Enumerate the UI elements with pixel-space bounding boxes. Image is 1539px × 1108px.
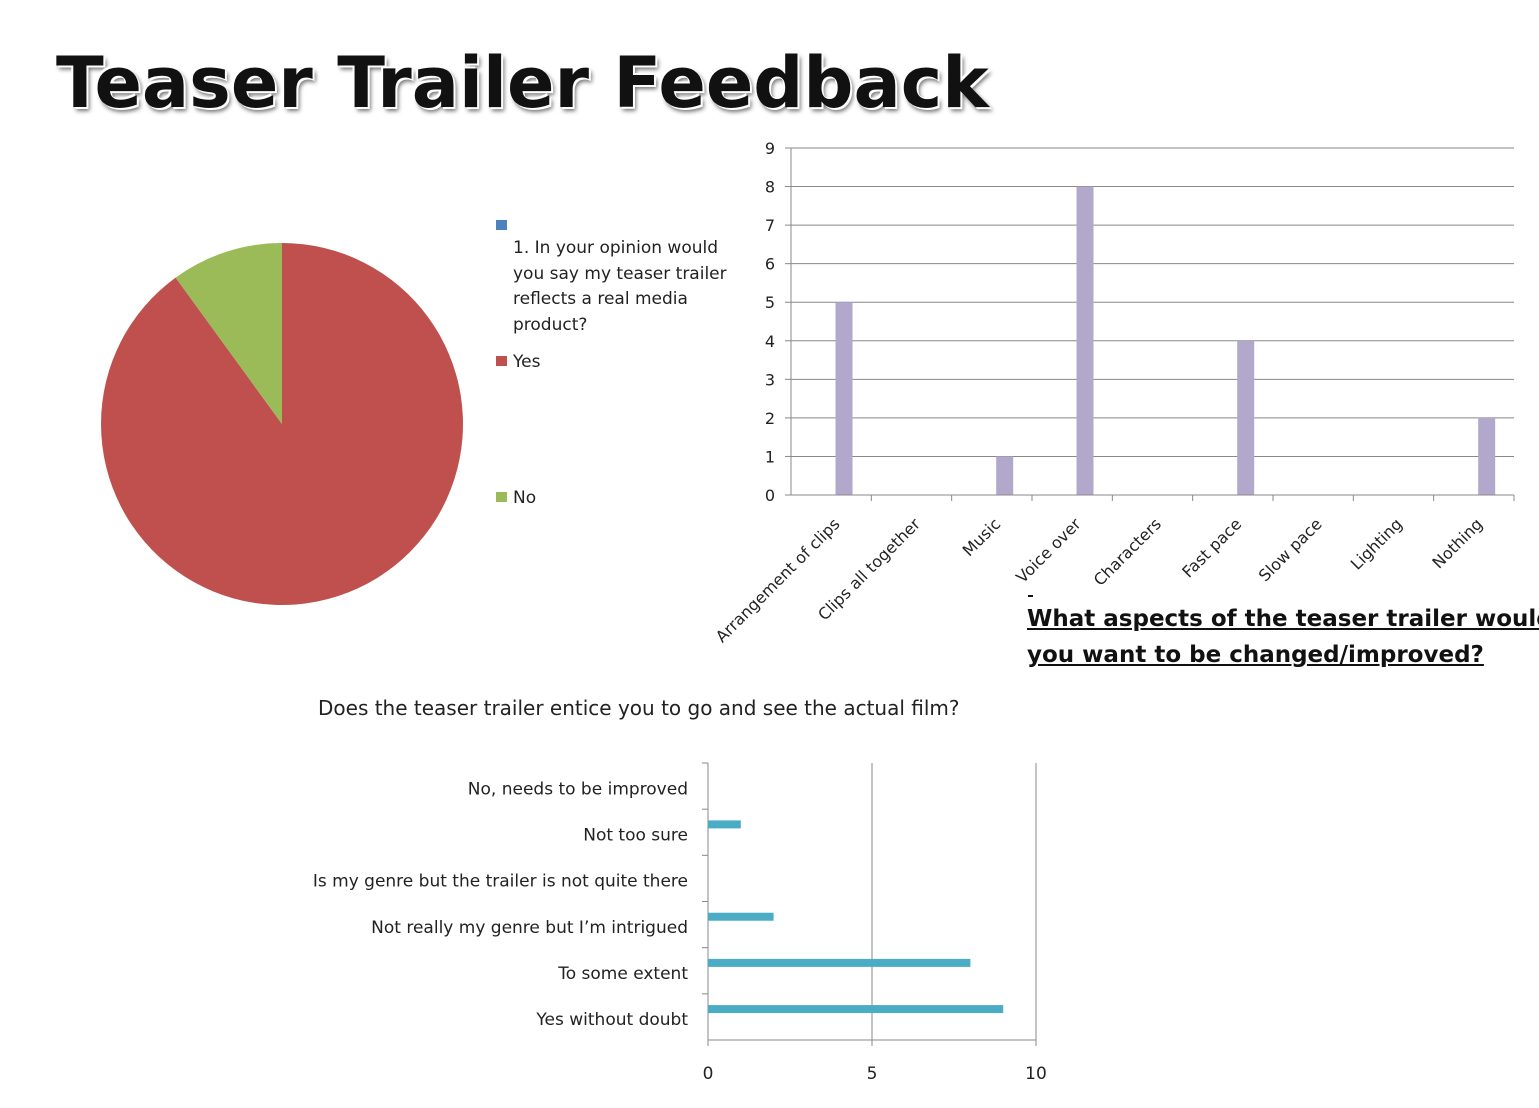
vbar-ytick-label: 9	[765, 139, 775, 158]
vbar-category-label: Fast pace	[1178, 514, 1245, 581]
hbar-xtick-label: 5	[867, 1064, 878, 1084]
bar-chart-caption: What aspects of the teaser trailer would…	[1027, 601, 1539, 673]
pie-legend-question: 1. In your opinion would you say my teas…	[513, 238, 727, 335]
page-title: Teaser Trailer Feedback	[56, 42, 989, 124]
vbar-category-label: Music	[959, 514, 1005, 560]
vbar-bar	[1076, 186, 1094, 496]
pie-slice-yes	[101, 243, 464, 605]
vbar-category-label: Arrangement of clips	[712, 514, 844, 646]
vbar-bar	[835, 302, 853, 495]
hbar-category-label: Not too sure	[583, 826, 688, 846]
bar-chart-caption-line-2: you want to be changed/improved?	[1027, 642, 1484, 668]
vbar-ytick-label: 7	[765, 216, 775, 235]
vbar-category-label: Characters	[1090, 514, 1165, 589]
vbar-bar	[1237, 340, 1255, 495]
hbar-category-label: Yes without doubt	[535, 1010, 688, 1030]
vbar-category-label: Lighting	[1347, 514, 1406, 573]
vbar-category-label: Voice over	[1012, 514, 1085, 587]
vbar-category-label: Nothing	[1428, 514, 1486, 572]
hbar-category-label: Not really my genre but I’m intrigued	[371, 918, 688, 938]
vbar-bar	[1478, 417, 1496, 495]
vbar-ytick-label: 1	[765, 447, 775, 466]
bar-chart-caption-line-1: What aspects of the teaser trailer would	[1027, 606, 1539, 632]
pie-legend-label-no: No	[513, 488, 536, 508]
hbar-bar	[708, 958, 971, 967]
hbar-category-label: To some extent	[557, 964, 688, 984]
vbar-ytick-label: 5	[765, 293, 775, 312]
hbar-category-label: No, needs to be improved	[468, 779, 688, 799]
vbar-category-label: Slow pace	[1255, 514, 1326, 585]
pie-legend-label-yes: Yes	[512, 352, 541, 372]
vbar-ytick-label: 6	[765, 255, 775, 274]
pie-slice-no	[175, 243, 282, 424]
vbar-ytick-label: 4	[765, 332, 775, 351]
hbar-category-label: Is my genre but the trailer is not quite…	[313, 872, 688, 892]
pie-legend-swatch-2	[496, 492, 507, 502]
vbar-bar	[996, 456, 1014, 495]
vbar-ytick-label: 8	[765, 178, 775, 197]
hbar-bar	[708, 820, 741, 829]
vbar-ytick-label: 0	[765, 486, 775, 505]
hbar-bar	[708, 1005, 1004, 1014]
hbar-chart-title: Does the teaser trailer entice you to go…	[318, 696, 960, 720]
pie-legend-swatch-1	[496, 356, 507, 366]
pie-legend-swatch-0	[496, 220, 507, 230]
vbar-ytick-label: 2	[765, 409, 775, 428]
hbar-bar	[708, 912, 774, 921]
vbar-ytick-label: 3	[765, 370, 775, 389]
hbar-xtick-label: 0	[703, 1064, 714, 1084]
hbar-xtick-label: 10	[1025, 1064, 1047, 1084]
